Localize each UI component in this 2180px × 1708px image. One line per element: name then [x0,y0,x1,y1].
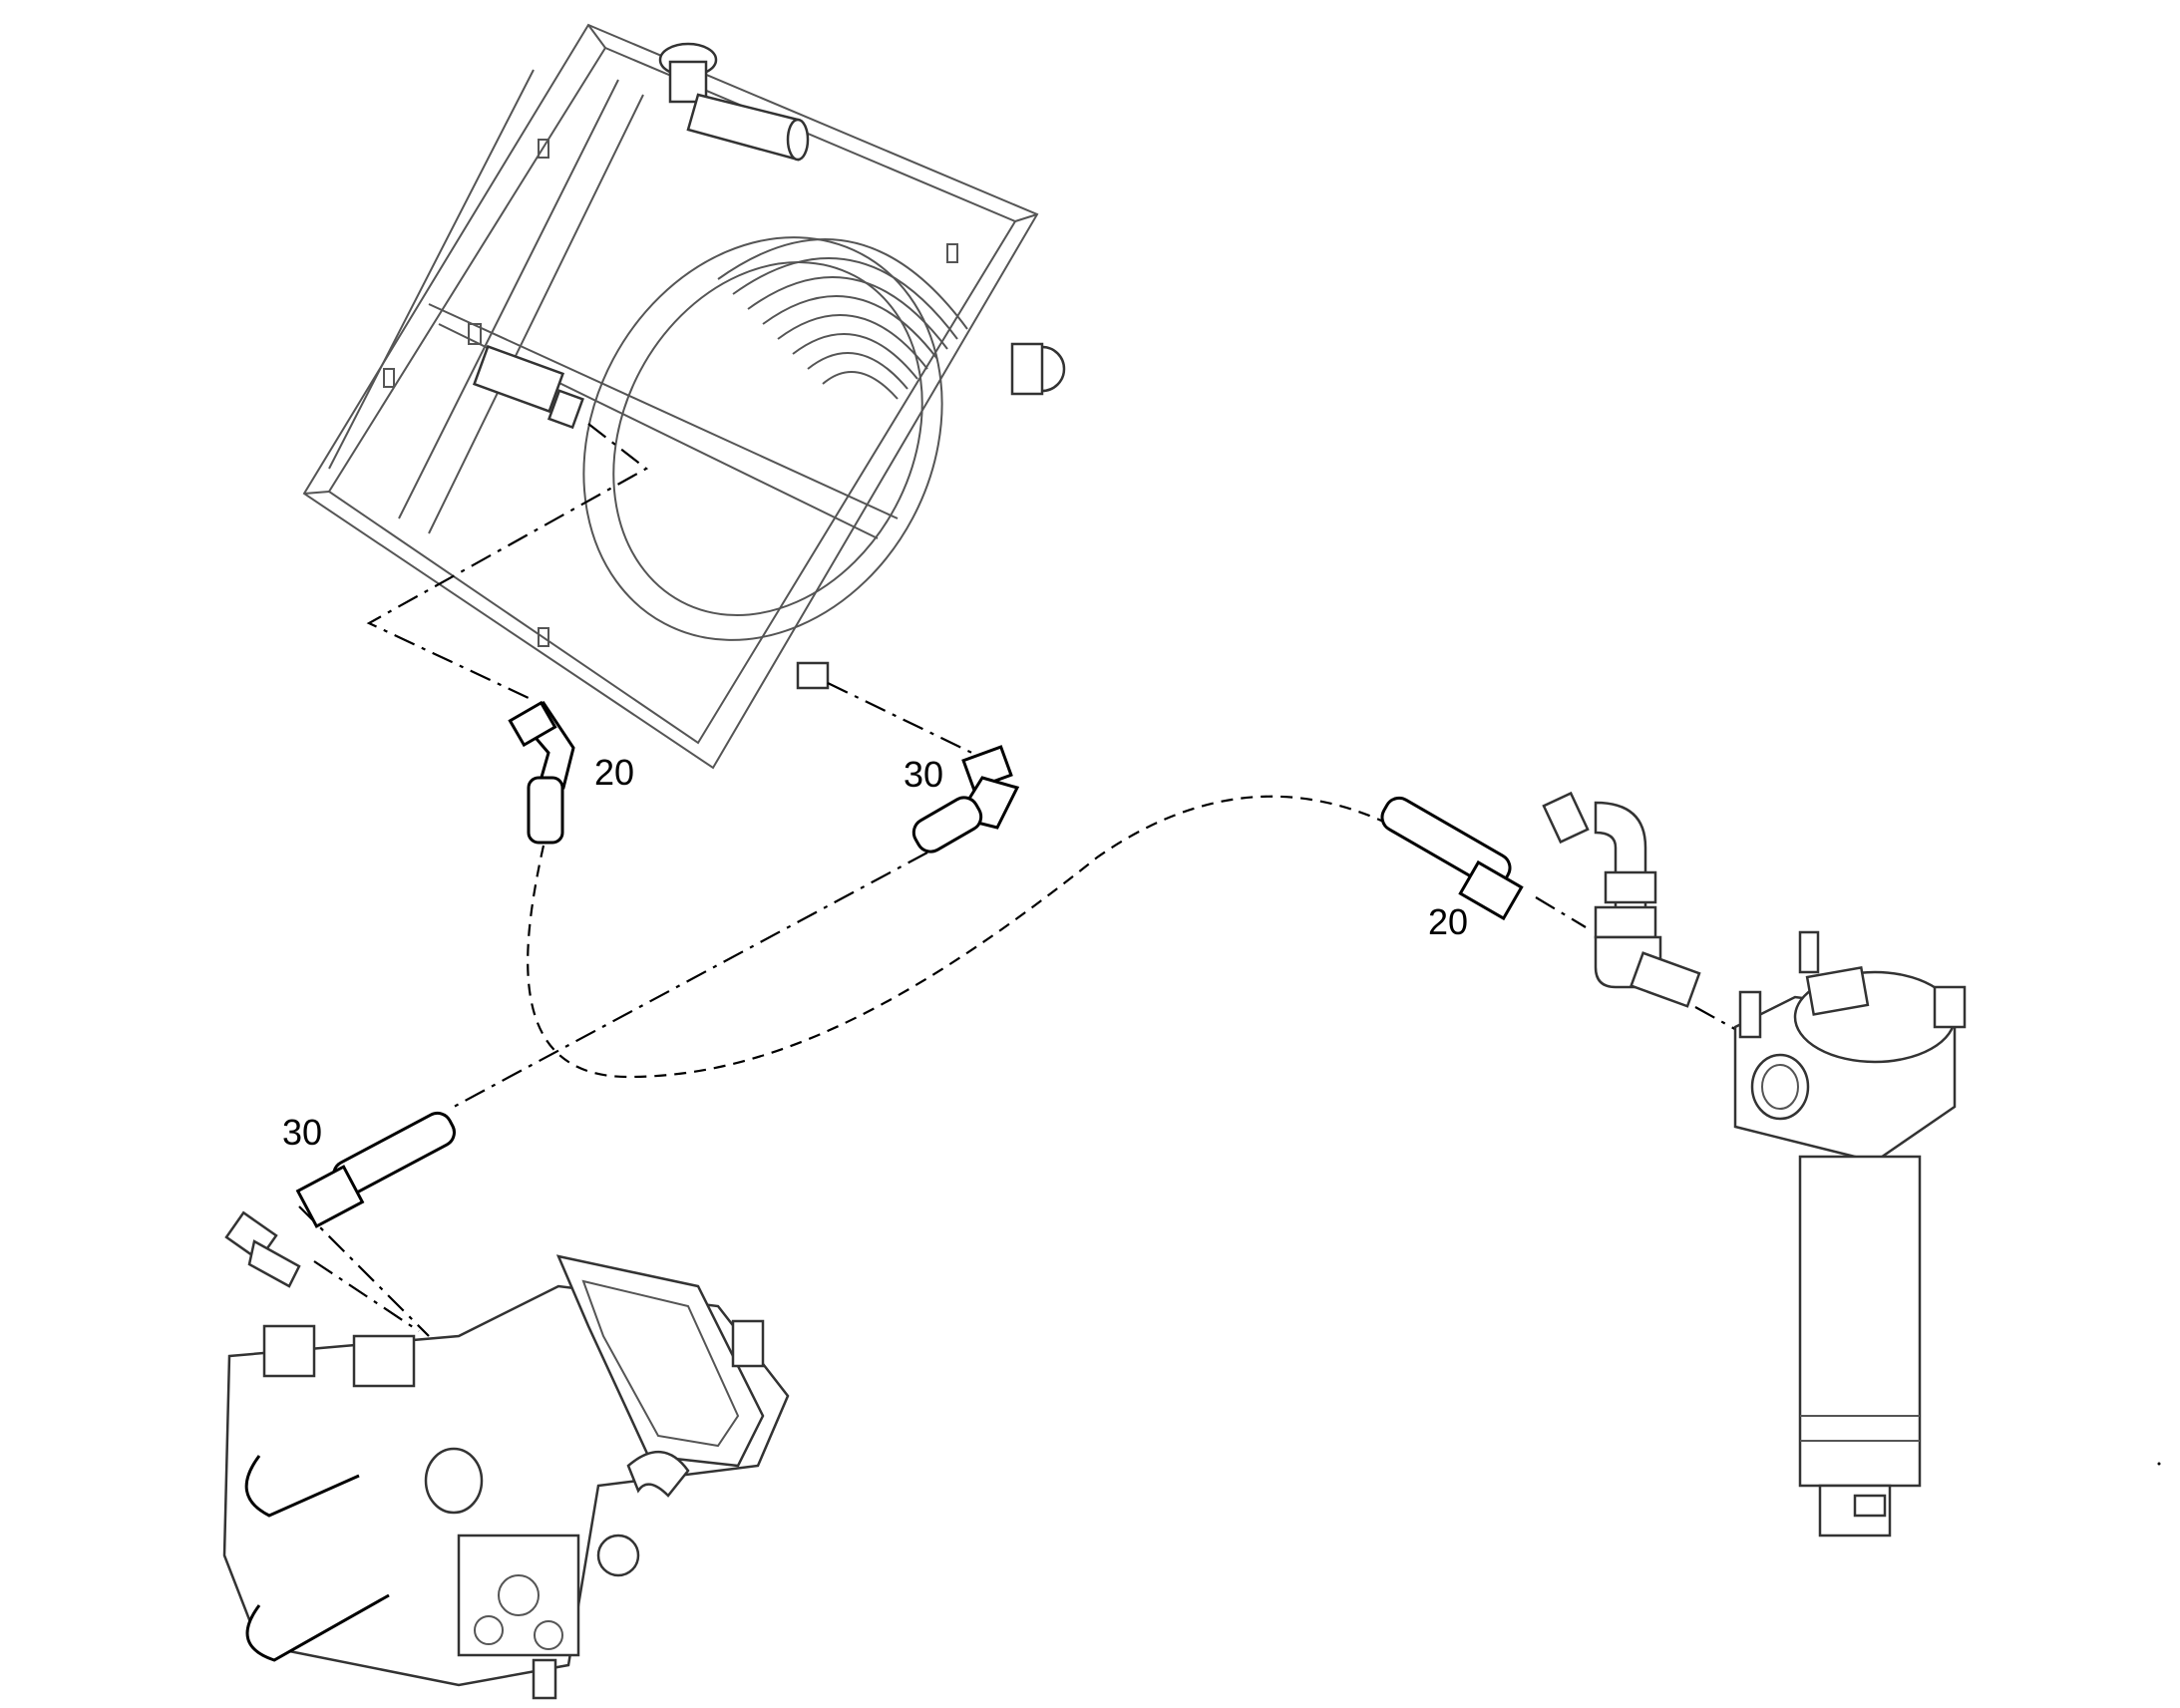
hydraulic-pump-assembly [222,1210,790,1700]
callout-hose-20-right: 20 [1428,901,1469,942]
callout-hose-20-top: 20 [594,752,635,793]
hose-30-top [911,745,1020,854]
callout-hose-30-top: 30 [904,754,944,795]
stray-mark [2157,1462,2161,1466]
return-filter-assembly [1542,791,1967,1537]
hose-20-top [508,700,575,845]
callout-hose-30-bottom: 30 [282,1112,323,1153]
hose-30-bottom [295,1111,456,1228]
hose-20-right [1380,796,1524,921]
oil-cooler-assembly [302,23,1066,770]
connection-lines [298,423,1741,1337]
